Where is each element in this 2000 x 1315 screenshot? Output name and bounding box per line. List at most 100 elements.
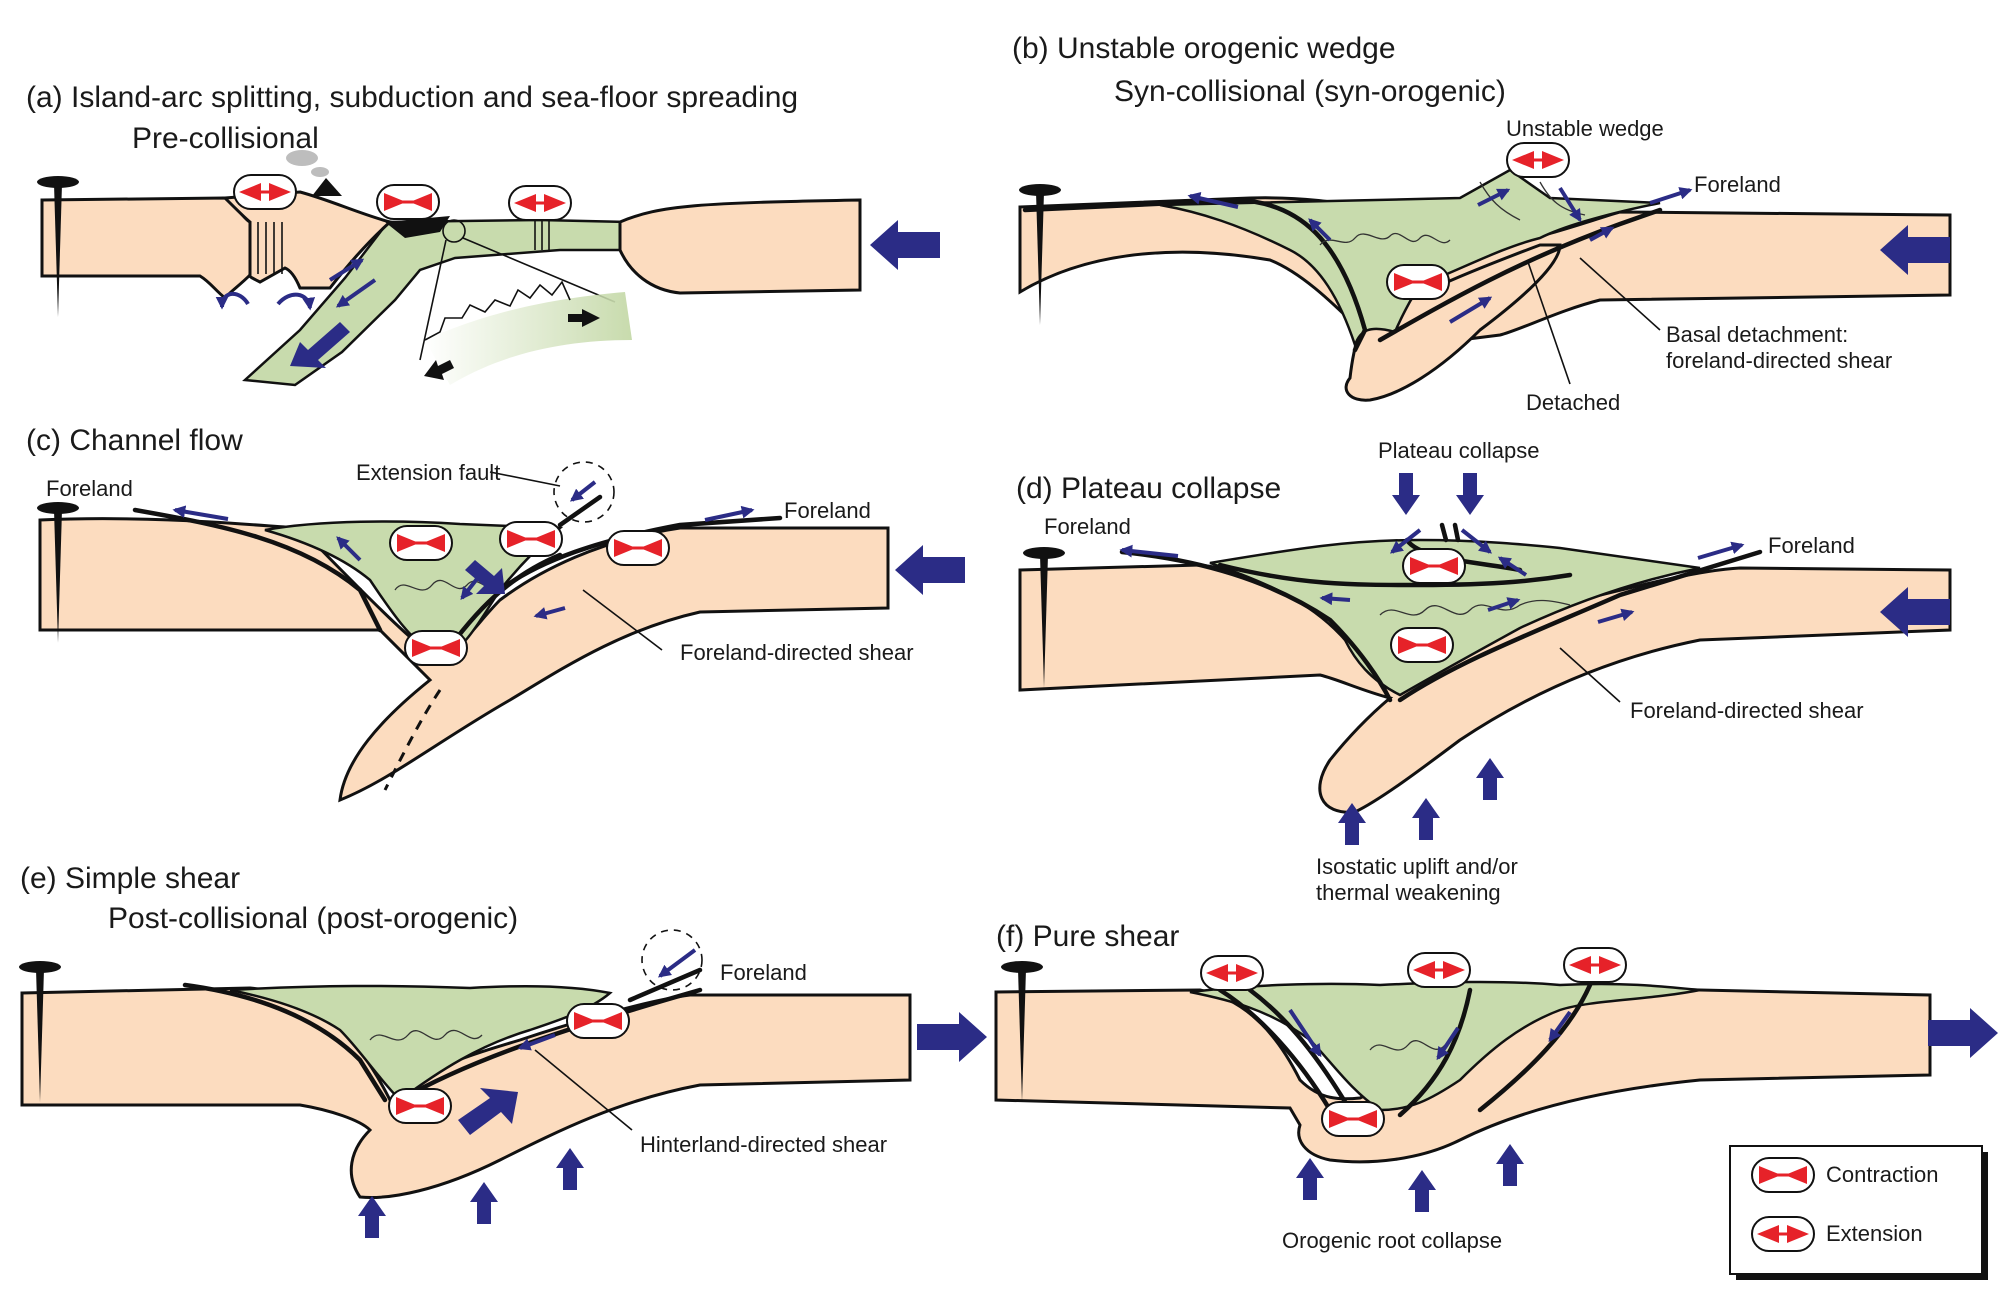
wedge-c <box>264 520 564 662</box>
pill-contraction-e <box>565 1002 631 1040</box>
panel-f-title: (f) Pure shear <box>996 920 1179 953</box>
inset-ridges <box>424 280 571 341</box>
panel-a-stage: Pre-collisional <box>132 122 319 155</box>
label-plateau-collapse: Plateau collapse <box>1378 438 1539 463</box>
label-shear-c: Foreland-directed shear <box>680 640 914 665</box>
inset-arrow-right-icon <box>568 309 600 327</box>
label-foreland-c-left: Foreland <box>46 476 133 501</box>
collapse-cut-d2 <box>1452 522 1461 543</box>
inset-slab <box>425 292 632 385</box>
pill-extension-a1 <box>232 173 298 211</box>
uplift-arrow-d2 <box>1412 798 1440 840</box>
push-arrow-a <box>870 220 940 270</box>
label-shear-d: Foreland-directed shear <box>1630 698 1864 723</box>
pill-contraction-d2 <box>1389 626 1455 664</box>
push-arrow-c <box>895 545 965 595</box>
shear-arrow-b1 <box>1187 192 1239 209</box>
fold-squiggle-b2 <box>1479 181 1521 221</box>
uplift-arrow-d3 <box>1476 758 1504 800</box>
shear-arrow-e1 <box>517 1033 556 1051</box>
pill-contraction-c4 <box>403 629 469 667</box>
wedge-b <box>1159 168 1661 349</box>
pill-extension-b <box>1505 141 1571 179</box>
fault-f2 <box>1247 987 1353 1113</box>
label-extension-fault: Extension fault <box>356 460 500 485</box>
legend-contraction-label: Contraction <box>1826 1162 1939 1187</box>
shear-arrow-d5 <box>1597 608 1635 624</box>
legend-extension-label: Extension <box>1826 1221 1923 1246</box>
panel-c-title: (c) Channel flow <box>26 424 243 457</box>
panel-e-title: (e) Simple shear <box>20 862 240 895</box>
dashed-boundary-c <box>383 689 442 791</box>
panel-f: (f) Pure shear Orogenic root collapse <box>994 920 1998 1253</box>
panel-a: (a) Island-arc splitting, subduction and… <box>26 81 940 387</box>
label-detached: Detached <box>1526 390 1620 415</box>
shear-arrow-d1 <box>1119 544 1179 558</box>
leader-shear-c <box>582 589 663 651</box>
shear-arrow-e0 <box>657 948 697 978</box>
extension-fault-c <box>557 494 603 528</box>
magnifier-circle <box>442 219 466 243</box>
extension-fault-circle-e <box>641 929 703 991</box>
fold-squiggle-e <box>369 1029 483 1041</box>
shear-arrow-d2 <box>1697 541 1745 560</box>
fault-e-left <box>182 982 388 1103</box>
panel-c: (c) Channel flow Foreland Foreland Exten… <box>26 424 965 803</box>
shear-arrow-f1 <box>1288 1008 1322 1058</box>
label-iso-2: thermal weakening <box>1316 880 1501 905</box>
collapse-cut-d1 <box>1439 522 1449 543</box>
hinterland-arrow <box>458 1088 518 1135</box>
pill-extension-a2 <box>507 184 573 222</box>
shear-arrow-b4 <box>1477 188 1511 207</box>
channel-flow-arrow <box>465 560 505 594</box>
panel-b: (b) Unstable orogenic wedge Syn-collisio… <box>1012 32 1952 415</box>
crust-right <box>618 198 862 295</box>
label-iso-1: Isostatic uplift and/or <box>1316 854 1518 879</box>
pill-extension-f1 <box>1199 954 1265 992</box>
spreading-ridge-arc <box>257 222 283 274</box>
uplift-arrow-e1 <box>358 1196 386 1238</box>
shear-arrow-c1 <box>172 505 229 521</box>
shear-arrow-b6 <box>1589 226 1615 242</box>
fault-f4 <box>1477 982 1593 1113</box>
shear-arrow-b5 <box>1558 186 1582 223</box>
label-shear-e: Hinterland-directed shear <box>640 1132 887 1157</box>
shear-arrow-d4 <box>1487 597 1521 612</box>
shear-arrow-d3 <box>1319 592 1351 606</box>
panel-d-title: (d) Plateau collapse <box>1016 472 1281 505</box>
fault-b-left <box>1022 197 1368 353</box>
crust-left <box>40 196 252 301</box>
shear-arrow-c5 <box>533 606 566 620</box>
magnifier-line-right <box>462 237 616 303</box>
panel-e: (e) Simple shear Post-collisional (post-… <box>19 862 987 1238</box>
fault-d-upper <box>1217 562 1573 588</box>
legend-extension-icon <box>1750 1215 1816 1253</box>
label-basal-1: Basal detachment: <box>1666 322 1848 347</box>
subduction-arrow <box>290 322 350 368</box>
pull-arrow-e <box>917 1012 987 1062</box>
extension-fault-e <box>627 967 703 1003</box>
wedge-e <box>229 984 613 1102</box>
pill-contraction-c2 <box>498 520 564 558</box>
shear-arrow-c0 <box>569 480 597 502</box>
fault-c-left <box>132 507 383 633</box>
pill-contraction-a <box>375 183 441 221</box>
wedge-d <box>1209 538 1701 697</box>
label-foreland-e: Foreland <box>720 960 807 985</box>
label-foreland-b: Foreland <box>1694 172 1781 197</box>
shear-arrow-down <box>335 278 377 308</box>
pill-extension-f3 <box>1562 946 1628 984</box>
leader-extension-fault <box>489 471 561 487</box>
legend: Contraction Extension <box>1729 1145 1988 1280</box>
shear-arrow-d0 <box>1389 528 1422 554</box>
pill-contraction-c3 <box>605 529 671 567</box>
shear-arrow-f3 <box>1548 1010 1572 1043</box>
shear-arrow-up <box>328 258 365 282</box>
extension-fault-circle <box>553 461 615 523</box>
leader-detached <box>1527 261 1571 385</box>
panel-a-title: (a) Island-arc splitting, subduction and… <box>26 81 798 114</box>
pill-extension-f2 <box>1406 951 1472 989</box>
shear-arrow-f2 <box>1436 1026 1460 1061</box>
fold-squiggle-b <box>1319 233 1451 246</box>
